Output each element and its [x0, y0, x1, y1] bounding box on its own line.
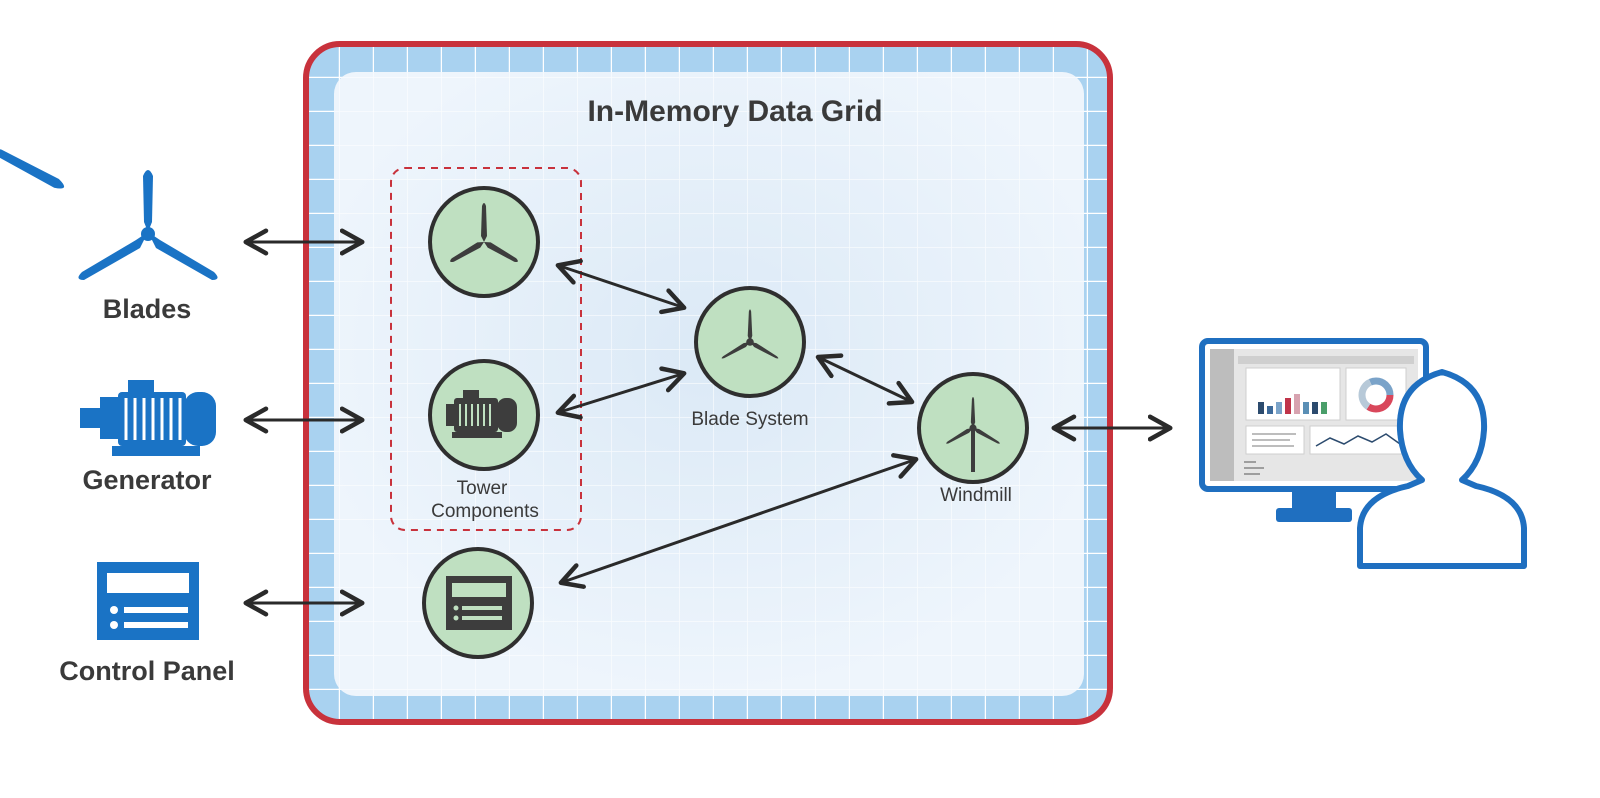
mini-bar-chart — [1258, 394, 1327, 414]
mini-line-chart — [1315, 433, 1401, 447]
source-label-generator: Generator — [82, 465, 212, 495]
source-label-control-panel: Control Panel — [59, 656, 235, 686]
source-control-panel: Control Panel — [59, 562, 235, 686]
source-label-blades: Blades — [103, 294, 192, 324]
user-silhouette-icon — [1357, 369, 1527, 569]
node-blade-system — [694, 286, 806, 398]
node-generator — [428, 359, 540, 471]
arrow-control-node-to-windmill — [558, 453, 919, 589]
blade-system-label: Blade System — [691, 409, 808, 430]
node-blades — [428, 186, 540, 298]
arrow-system-to-windmill — [815, 353, 915, 406]
source-blades: Blades — [0, 146, 218, 324]
tower-components-label-line2: Components — [431, 501, 539, 522]
generator-node-icon — [446, 390, 517, 438]
grid-title: In-Memory Data Grid — [587, 95, 882, 128]
control-panel-node-icon — [446, 576, 512, 630]
arrow-generator-node-to-system — [555, 366, 687, 420]
control-panel-icon — [97, 562, 199, 640]
windmill-node-icon — [945, 397, 1001, 472]
node-windmill — [917, 372, 1029, 484]
user-dashboard — [1199, 338, 1527, 569]
turbine-blades-icon — [0, 146, 218, 280]
turbine-node-icon — [450, 203, 518, 262]
generator-motor-icon — [80, 380, 216, 456]
tower-components-group — [390, 167, 582, 531]
tower-components-label-line1: Tower — [457, 478, 508, 499]
windmill-label: Windmill — [940, 485, 1012, 506]
source-generator: Generator — [80, 380, 216, 495]
arrow-blade-node-to-system — [555, 258, 687, 315]
connections — [243, 228, 1173, 617]
dashboard-monitor-icon — [1199, 338, 1429, 522]
node-control-panel — [422, 547, 534, 659]
